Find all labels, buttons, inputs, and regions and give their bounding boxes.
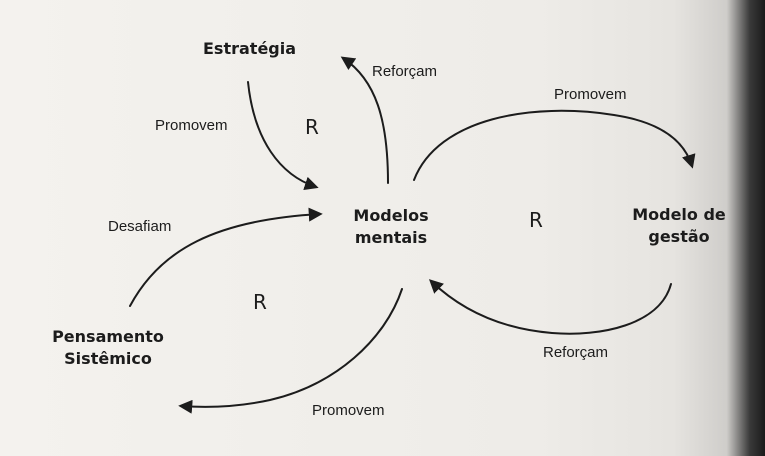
node-gestao-line1: Modelo de <box>632 205 726 224</box>
node-modelos-line1: Modelos <box>353 206 429 225</box>
edge-label-promovem-gestao: Promovem <box>554 86 627 103</box>
arrow-modelos-to-pensamento <box>178 288 403 414</box>
edge-label-reforcam-gestao: Reforçam <box>543 344 609 361</box>
loop-marker-r2: R <box>529 208 543 232</box>
arrow-estrategia-to-modelos <box>247 81 319 191</box>
node-gestao-line2: gestão <box>648 227 710 246</box>
node-modelo-de-gestao: Modelo de gestão <box>632 204 726 248</box>
edge-label-promovem-estrategia: Promovem <box>155 117 228 134</box>
loop-marker-r1: R <box>305 115 319 139</box>
edge-label-reforcam-estrategia: Reforçam <box>372 63 438 80</box>
loop-marker-r3: R <box>253 290 267 314</box>
node-modelos-mentais: Modelos mentais <box>349 205 433 249</box>
edge-label-desafiam: Desafiam <box>108 218 172 235</box>
arrow-modelos-to-estrategia <box>340 56 389 184</box>
node-pensamento-line2: Sistêmico <box>64 349 152 368</box>
arrow-pensamento-to-modelos <box>129 207 323 307</box>
node-pensamento-sistemico: Pensamento Sistêmico <box>52 326 164 370</box>
node-modelos-line2: mentais <box>354 228 428 247</box>
node-estrategia: Estratégia <box>203 39 297 58</box>
edge-label-promovem-pensamento: Promovem <box>312 402 385 419</box>
arrow-modelos-to-gestao <box>413 109 696 181</box>
arrow-gestao-to-modelos <box>428 279 672 335</box>
node-pensamento-line1: Pensamento <box>52 327 164 346</box>
